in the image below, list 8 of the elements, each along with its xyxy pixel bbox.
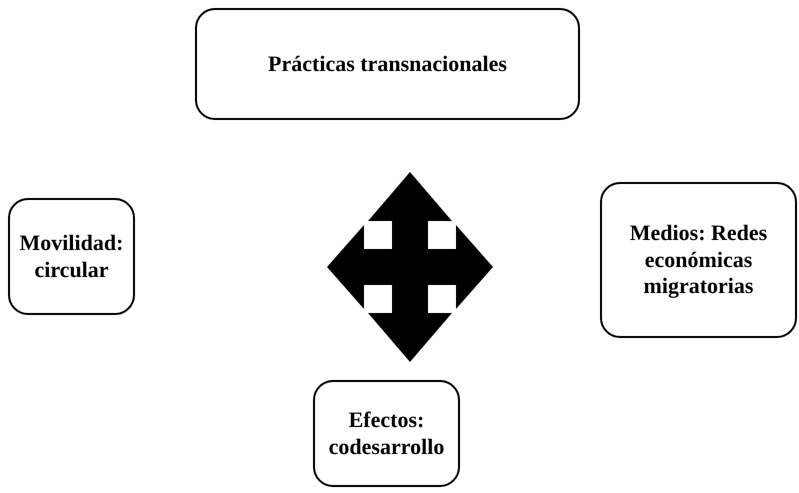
box-label: Movilidad: circular bbox=[18, 230, 124, 283]
box-label: Prácticas transnacionales bbox=[268, 50, 507, 78]
rounded-box bbox=[8, 198, 135, 315]
rounded-box bbox=[600, 182, 797, 338]
rounded-box bbox=[313, 380, 460, 487]
box-label: Medios: Redes económicas migratorias bbox=[628, 220, 768, 300]
rounded-box bbox=[195, 8, 580, 120]
box-label: Efectos: codesarrollo bbox=[328, 407, 446, 460]
